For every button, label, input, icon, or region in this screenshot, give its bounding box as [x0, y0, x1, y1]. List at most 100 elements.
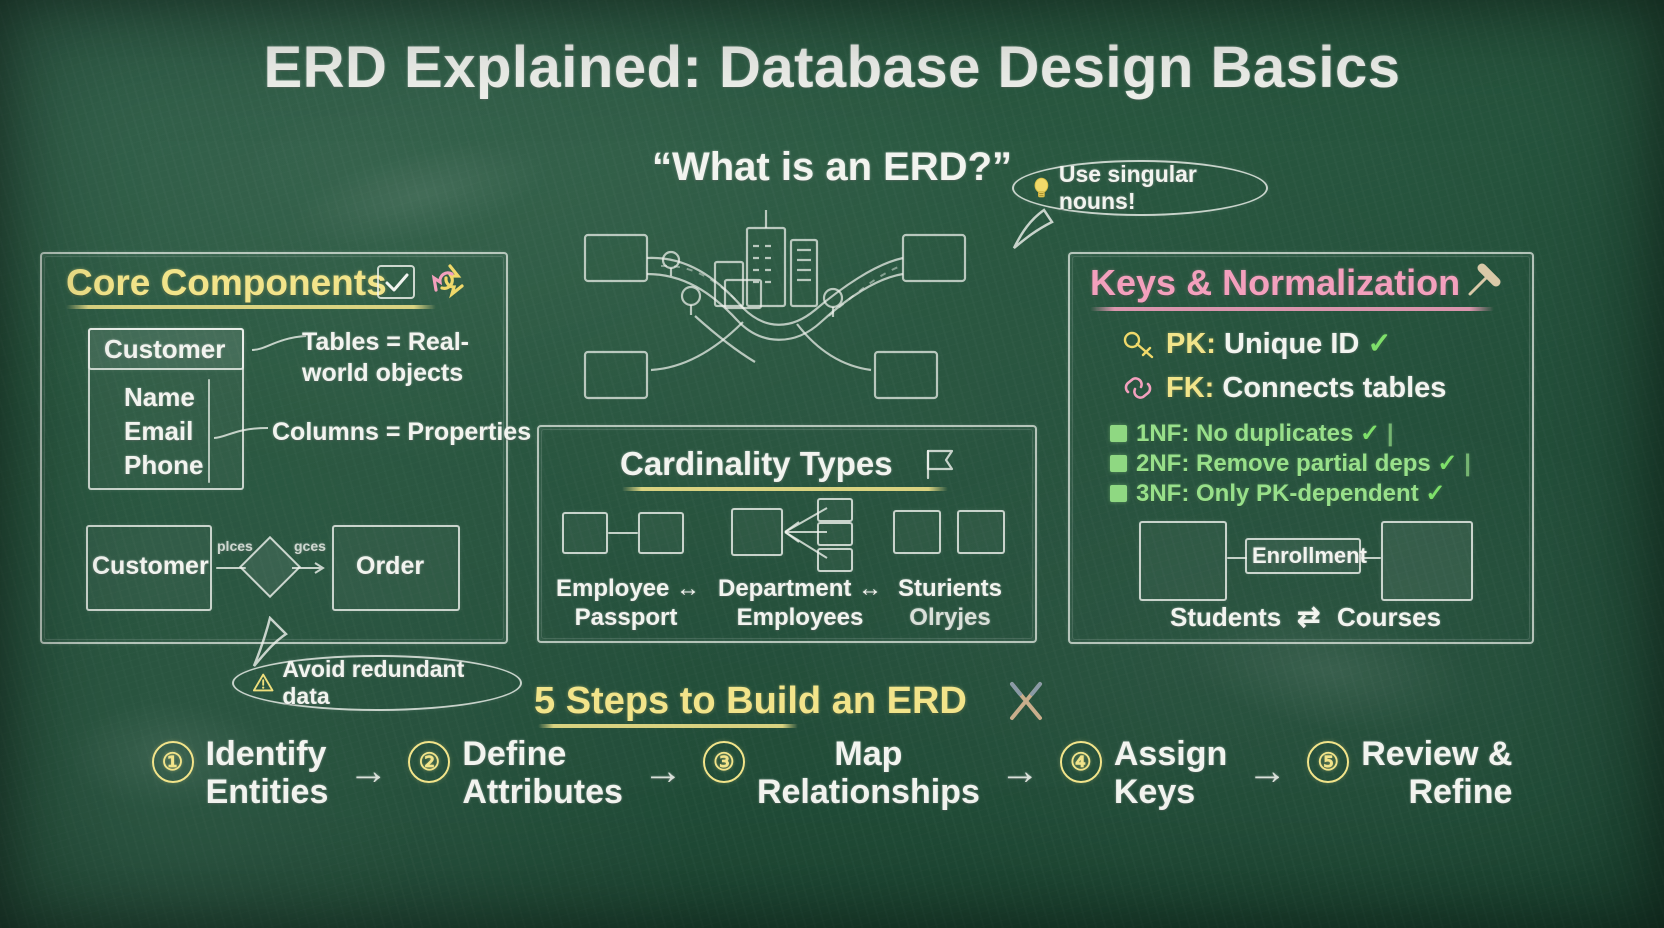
normal-form-trail: |: [1464, 450, 1471, 477]
step-item: ⑤ Review & Refine: [1307, 735, 1512, 811]
entity-table-header-box: [88, 328, 244, 370]
cardinality-3-line1: Sturients: [897, 575, 1002, 602]
normal-form-check: ✓: [1360, 420, 1381, 447]
keys-normalization-heading: Keys & Normalization: [1090, 262, 1461, 303]
cardinality-3-box-a: [893, 510, 941, 554]
step-item: ① Identify Entities: [151, 735, 329, 811]
page-title: ERD Explained: Database Design Basics: [263, 35, 1401, 100]
cardinality-2-label: Department ↔ Employees: [712, 574, 888, 633]
pk-row: PK: Unique ID ✓: [1166, 326, 1392, 361]
relationship-entity-right: [332, 525, 460, 611]
junction-right-caption: Courses: [1337, 602, 1442, 632]
step-line2: Attributes: [462, 773, 623, 812]
normal-form-row: 1NF: No duplicates ✓ |: [1110, 419, 1394, 448]
step-arrow: →: [348, 749, 389, 793]
junction-line-right: [1361, 557, 1381, 559]
junction-middle-box: [1245, 538, 1361, 574]
junction-arrow: ⇄: [1297, 601, 1321, 632]
cardinality-2-box-a: [731, 508, 783, 556]
relationship-entity-left: [86, 525, 212, 611]
step-line2: Relationships: [756, 773, 980, 812]
annotation-tables: Tables = Real- world objects: [302, 327, 469, 388]
step-number: ⑤: [1307, 741, 1350, 783]
warning-bubble: Avoid redundant data: [232, 655, 522, 711]
relationship-entity-right-label: Order: [356, 552, 425, 580]
warning-triangle-icon: [252, 673, 274, 692]
cardinality-heading: Cardinality Types: [620, 445, 893, 482]
normal-form-label: 2NF: Remove partial deps: [1136, 450, 1431, 477]
keys-normalization-underline: [1090, 307, 1494, 311]
tip-bubble-tail: [1012, 208, 1054, 249]
link-icon: [1124, 377, 1152, 399]
tip-bubble: Use singular nouns!: [1012, 160, 1268, 216]
cardinality-underline: [622, 487, 948, 491]
step-arrow: →: [1247, 749, 1288, 793]
step-line2: Refine: [1408, 773, 1513, 812]
fk-row: FK: Connects tables: [1166, 372, 1446, 405]
normal-form-row: 2NF: Remove partial deps ✓ |: [1110, 449, 1471, 478]
step-line1: Identify: [205, 735, 327, 773]
cardinality-3-line2: Olryjes: [909, 604, 991, 632]
cardinality-2-box-b: [817, 498, 853, 522]
cardinality-panel: [537, 425, 1037, 643]
checkbox-checked-icon: [377, 265, 415, 299]
relationship-line-left: [216, 567, 246, 569]
bullet-square-icon: [1110, 455, 1127, 472]
cardinality-1-box-b: [638, 512, 684, 554]
entity-name: Customer: [104, 334, 226, 364]
annotation-tables-line2: world objects: [302, 358, 464, 387]
key-icon: [1123, 331, 1154, 359]
page-subtitle: “What is an ERD?”: [651, 145, 1013, 189]
step-arrow: →: [642, 749, 683, 793]
step-line1: Map: [834, 735, 903, 773]
step-number: ③: [702, 741, 745, 783]
cardinality-2-box-d: [817, 548, 853, 572]
normal-form-check: ✓: [1425, 480, 1446, 507]
lightbulb-icon: [1034, 177, 1049, 198]
core-components-underline: [66, 305, 436, 309]
cardinality-2-line1: Department ↔: [717, 575, 883, 602]
keys-normalization-panel: [1068, 252, 1534, 644]
cardinality-1-line2: Passport: [574, 604, 678, 632]
junction-left-caption: Students: [1170, 602, 1282, 632]
pk-text: Unique ID: [1224, 328, 1360, 360]
cardinality-2-fan: [784, 507, 828, 559]
step-item: ④ Assign Keys: [1059, 735, 1227, 811]
entity-column: Name: [124, 382, 195, 412]
warning-bubble-text: Avoid redundant data: [282, 656, 465, 709]
cardinality-3-box-b: [957, 510, 1005, 554]
step-item: ② Define Attributes: [408, 735, 623, 811]
fk-text: Connects tables: [1222, 372, 1447, 404]
normal-form-trail: |: [1386, 420, 1394, 447]
bullet-square-icon: [1110, 425, 1127, 442]
entity-column: Phone: [124, 450, 204, 480]
steps-row: ① Identify Entities → ② Define Attribute…: [0, 735, 1664, 811]
step-text: Identify Entities: [206, 735, 329, 811]
bullet-square-icon: [1110, 485, 1127, 502]
step-line2: Entities: [205, 773, 329, 812]
step-text: Map Relationships: [757, 735, 980, 811]
pk-check: ✓: [1367, 328, 1392, 360]
steps-heading-underline: [538, 724, 798, 728]
step-text: Assign Keys: [1114, 735, 1227, 811]
annotation-tables-line1: Tables = Real-: [302, 328, 469, 356]
cardinality-1-link: [608, 532, 638, 534]
step-number: ④: [1059, 741, 1102, 783]
relationship-entity-left-label: Customer: [92, 552, 209, 580]
city-skyline-roads-icon: [583, 210, 967, 400]
step-line1: Define: [462, 735, 567, 773]
cardinality-2-line2: Employees: [736, 604, 864, 632]
relationship-arrow-right: [292, 562, 325, 574]
crossed-tools-icon: [1010, 682, 1042, 720]
step-line2: Keys: [1113, 773, 1196, 812]
cardinality-1-label: Employee ↔ Passport: [556, 574, 700, 633]
junction-line-left: [1227, 557, 1247, 559]
annotation-columns: Columns = Properties: [272, 418, 532, 446]
junction-middle-label: Enrollment: [1252, 543, 1367, 568]
annotation-leader-tables: [251, 335, 307, 351]
steps-heading: 5 Steps to Build an ERD: [534, 680, 967, 722]
cardinality-2-box-c: [817, 522, 853, 546]
gavel-icon: [1468, 263, 1501, 296]
step-line1: Review &: [1361, 735, 1513, 773]
normal-form-check: ✓: [1437, 450, 1458, 477]
